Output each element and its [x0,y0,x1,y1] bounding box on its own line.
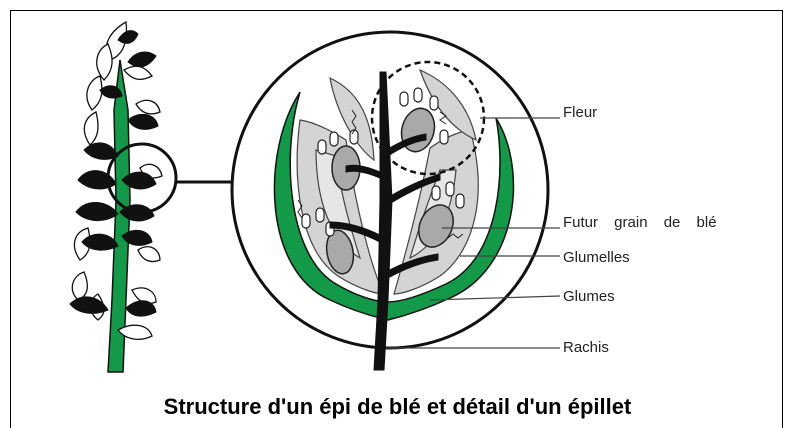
label-glumes: Glumes [563,288,615,306]
label-futur-grain: Futur grain de blé [563,214,717,232]
label-rachis: Rachis [563,339,609,357]
label-fleur: Fleur [563,104,597,122]
label-glumelles: Glumelles [563,249,630,267]
spikelet-detail [232,32,548,370]
figure-caption: Structure d'un épi de blé et détail d'un… [0,393,795,421]
wheat-ear [70,22,176,372]
